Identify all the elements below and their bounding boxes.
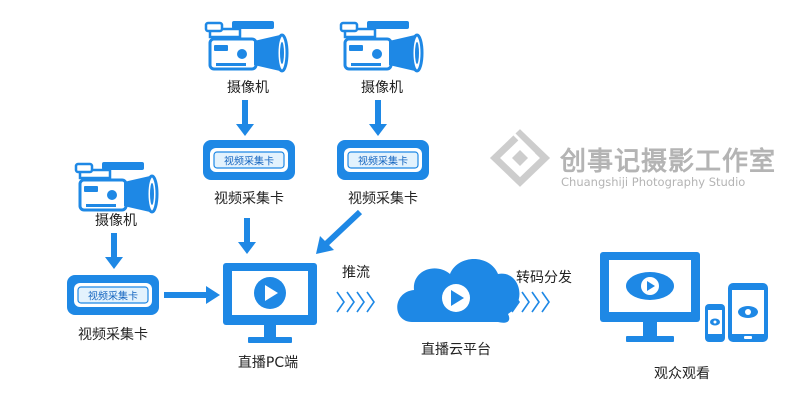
camera-icon <box>339 19 424 73</box>
phone-icon <box>705 304 725 342</box>
watermark-title: 创事记摄影工作室 <box>560 147 777 177</box>
card-face-text: 视频采集卡 <box>358 156 408 168</box>
studio-logo-icon <box>489 128 551 187</box>
chevrons-icon <box>336 291 375 313</box>
capture-card-label: 视频采集卡 <box>78 327 148 343</box>
camera-icon <box>204 19 289 73</box>
card-face-text: 视频采集卡 <box>88 291 138 303</box>
cloud-label: 直播云平台 <box>421 342 491 358</box>
camera-icon <box>74 160 159 214</box>
arrow-down-icon <box>238 218 256 254</box>
arrow-right-icon <box>164 286 220 304</box>
push-label: 推流 <box>342 265 370 281</box>
camera-label: 摄像机 <box>95 213 137 229</box>
arrow-down-icon <box>369 100 387 136</box>
monitor-eye-icon <box>600 252 700 342</box>
camera-label: 摄像机 <box>227 80 269 96</box>
arrow-down-icon <box>236 100 254 136</box>
capture-card-label: 视频采集卡 <box>214 191 284 207</box>
distribute-label: 转码分发 <box>516 270 572 286</box>
watermark-subtitle: Chuangshiji Photography Studio <box>561 175 746 189</box>
monitor-play-icon <box>223 263 317 343</box>
card-face-text: 视频采集卡 <box>224 156 274 168</box>
tablet-icon <box>728 283 768 342</box>
pc-label: 直播PC端 <box>237 355 299 371</box>
capture-card-label: 视频采集卡 <box>348 191 418 207</box>
viewers-label: 观众观看 <box>654 366 710 382</box>
arrow-diagonal-icon <box>316 209 363 254</box>
cloud-play-icon <box>397 259 520 323</box>
arrow-down-icon <box>105 233 123 269</box>
camera-label: 摄像机 <box>361 80 403 96</box>
